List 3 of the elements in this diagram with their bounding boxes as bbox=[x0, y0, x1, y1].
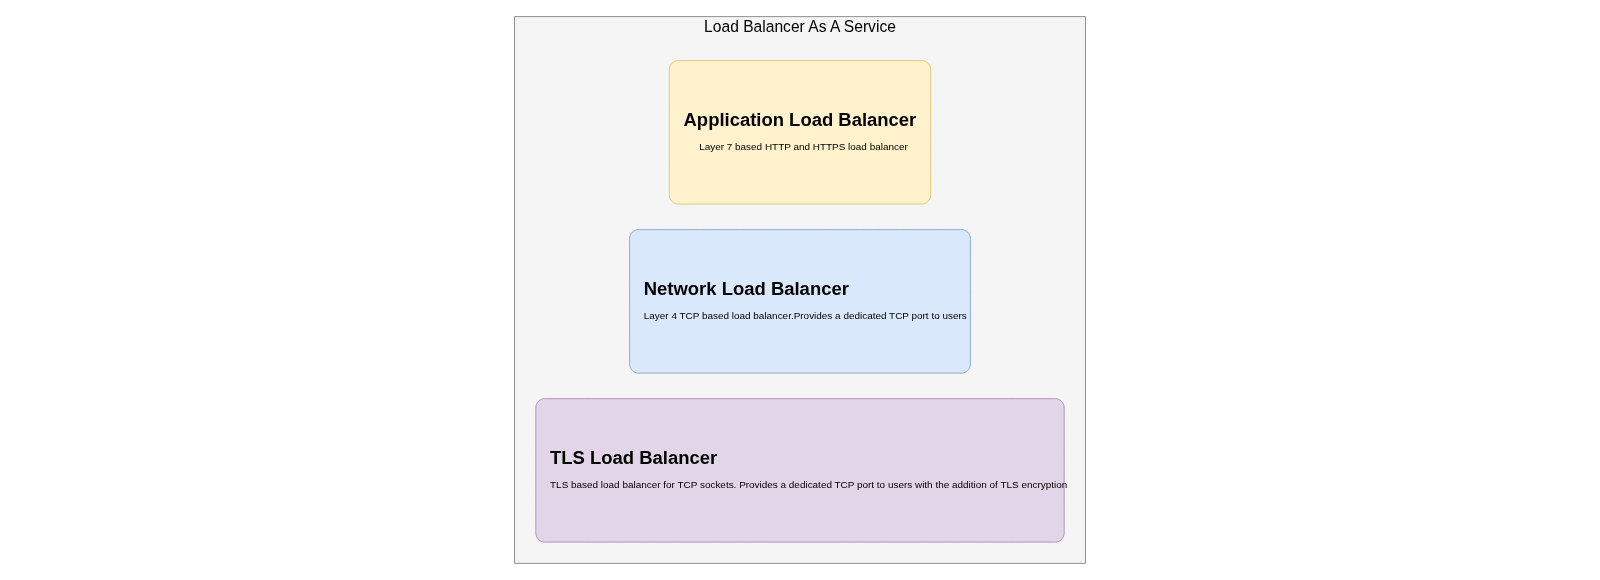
node-box: TLS Load Balancer TLS based load balancer for TCP sockets. Provides a dedicated TCP port to users with the addition of TLS encryption bbox=[535, 398, 1065, 543]
node-box: Network Load Balancer Layer 4 TCP based load balancer.Provides a dedicated TCP port to users bbox=[629, 229, 971, 374]
node-box: Application Load Balancer Layer 7 based HTTP and HTTPS load balancer bbox=[668, 60, 932, 205]
